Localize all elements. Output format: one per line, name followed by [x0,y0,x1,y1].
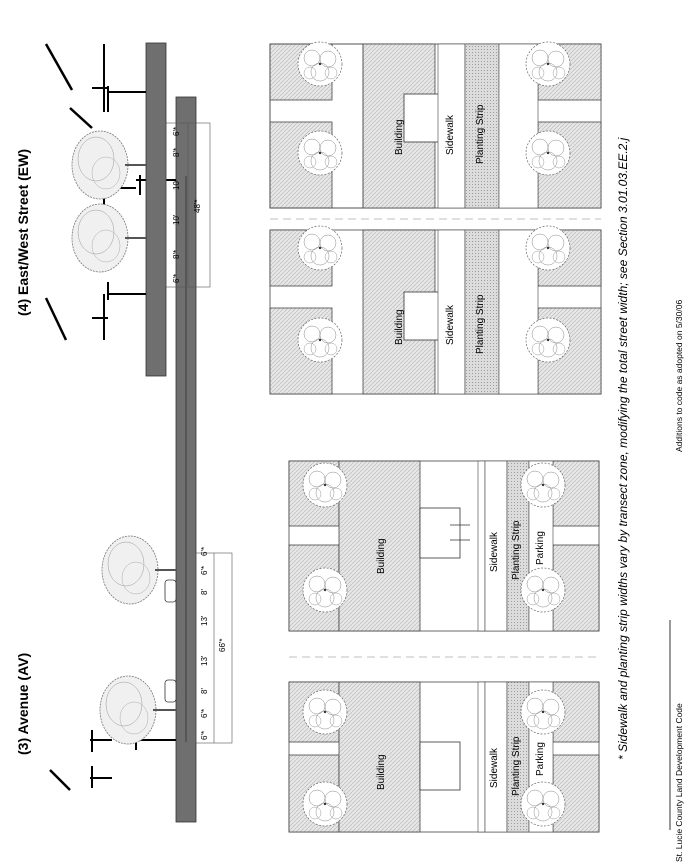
footnote: * Sidewalk and planting strip widths var… [616,137,630,760]
avenue-dim-1: 6'* [200,730,209,740]
avenue-label-parking-lower: Parking [535,742,546,776]
eastwest-label-planting-upper: Planting Strip [475,104,486,164]
avenue-label-parking-upper: Parking [535,531,546,565]
footer-left: St. Lucie County Land Development Code [674,703,684,862]
avenue-label-planting-upper: Planting Strip [511,520,522,580]
avenue-dim-3: 8' [200,688,209,694]
eastwest-label-building-upper: Building [394,119,405,155]
avenue-dim-8: 6'* [200,546,209,556]
eastwest-label-sidewalk-lower: Sidewalk [445,304,456,345]
avenue-dim-4: 13' [200,655,209,666]
eastwest-dim-6: 6'* [172,126,181,136]
eastwest-dim-2: 8'* [172,249,181,259]
eastwest-dim-4: 10' [172,179,181,190]
avenue-total: 66'* [218,638,227,652]
avenue-label-sidewalk-upper: Sidewalk [489,531,500,572]
avenue-dim-5: 13' [200,615,209,626]
avenue-dim-2: 6'* [200,708,209,718]
eastwest-label-planting-lower: Planting Strip [475,294,486,354]
avenue-dim-7: 6'* [200,565,209,575]
avenue-plan [288,460,600,833]
eastwest-label-building-lower: Building [394,309,405,345]
avenue-title: (3) Avenue (AV) [15,652,31,755]
avenue-section [49,96,233,823]
eastwest-plan [269,41,602,395]
eastwest-dim-3: 10' [172,214,181,225]
avenue-label-building-upper: Building [376,538,387,574]
eastwest-label-sidewalk-upper: Sidewalk [445,114,456,155]
eastwest-total: 48'* [193,199,202,213]
avenue-label-building-lower: Building [376,754,387,790]
eastwest-title: (4) East/West Street (EW) [15,149,31,316]
avenue-label-sidewalk-lower: Sidewalk [489,747,500,788]
eastwest-dim-5: 8'* [172,147,181,157]
footer-right: Additions to code as adopted on 5/30/06 [674,299,684,452]
eastwest-section [44,42,211,377]
avenue-label-planting-lower: Planting Strip [511,736,522,796]
eastwest-dim-1: 6'* [172,273,181,283]
avenue-dim-6: 8' [200,589,209,595]
